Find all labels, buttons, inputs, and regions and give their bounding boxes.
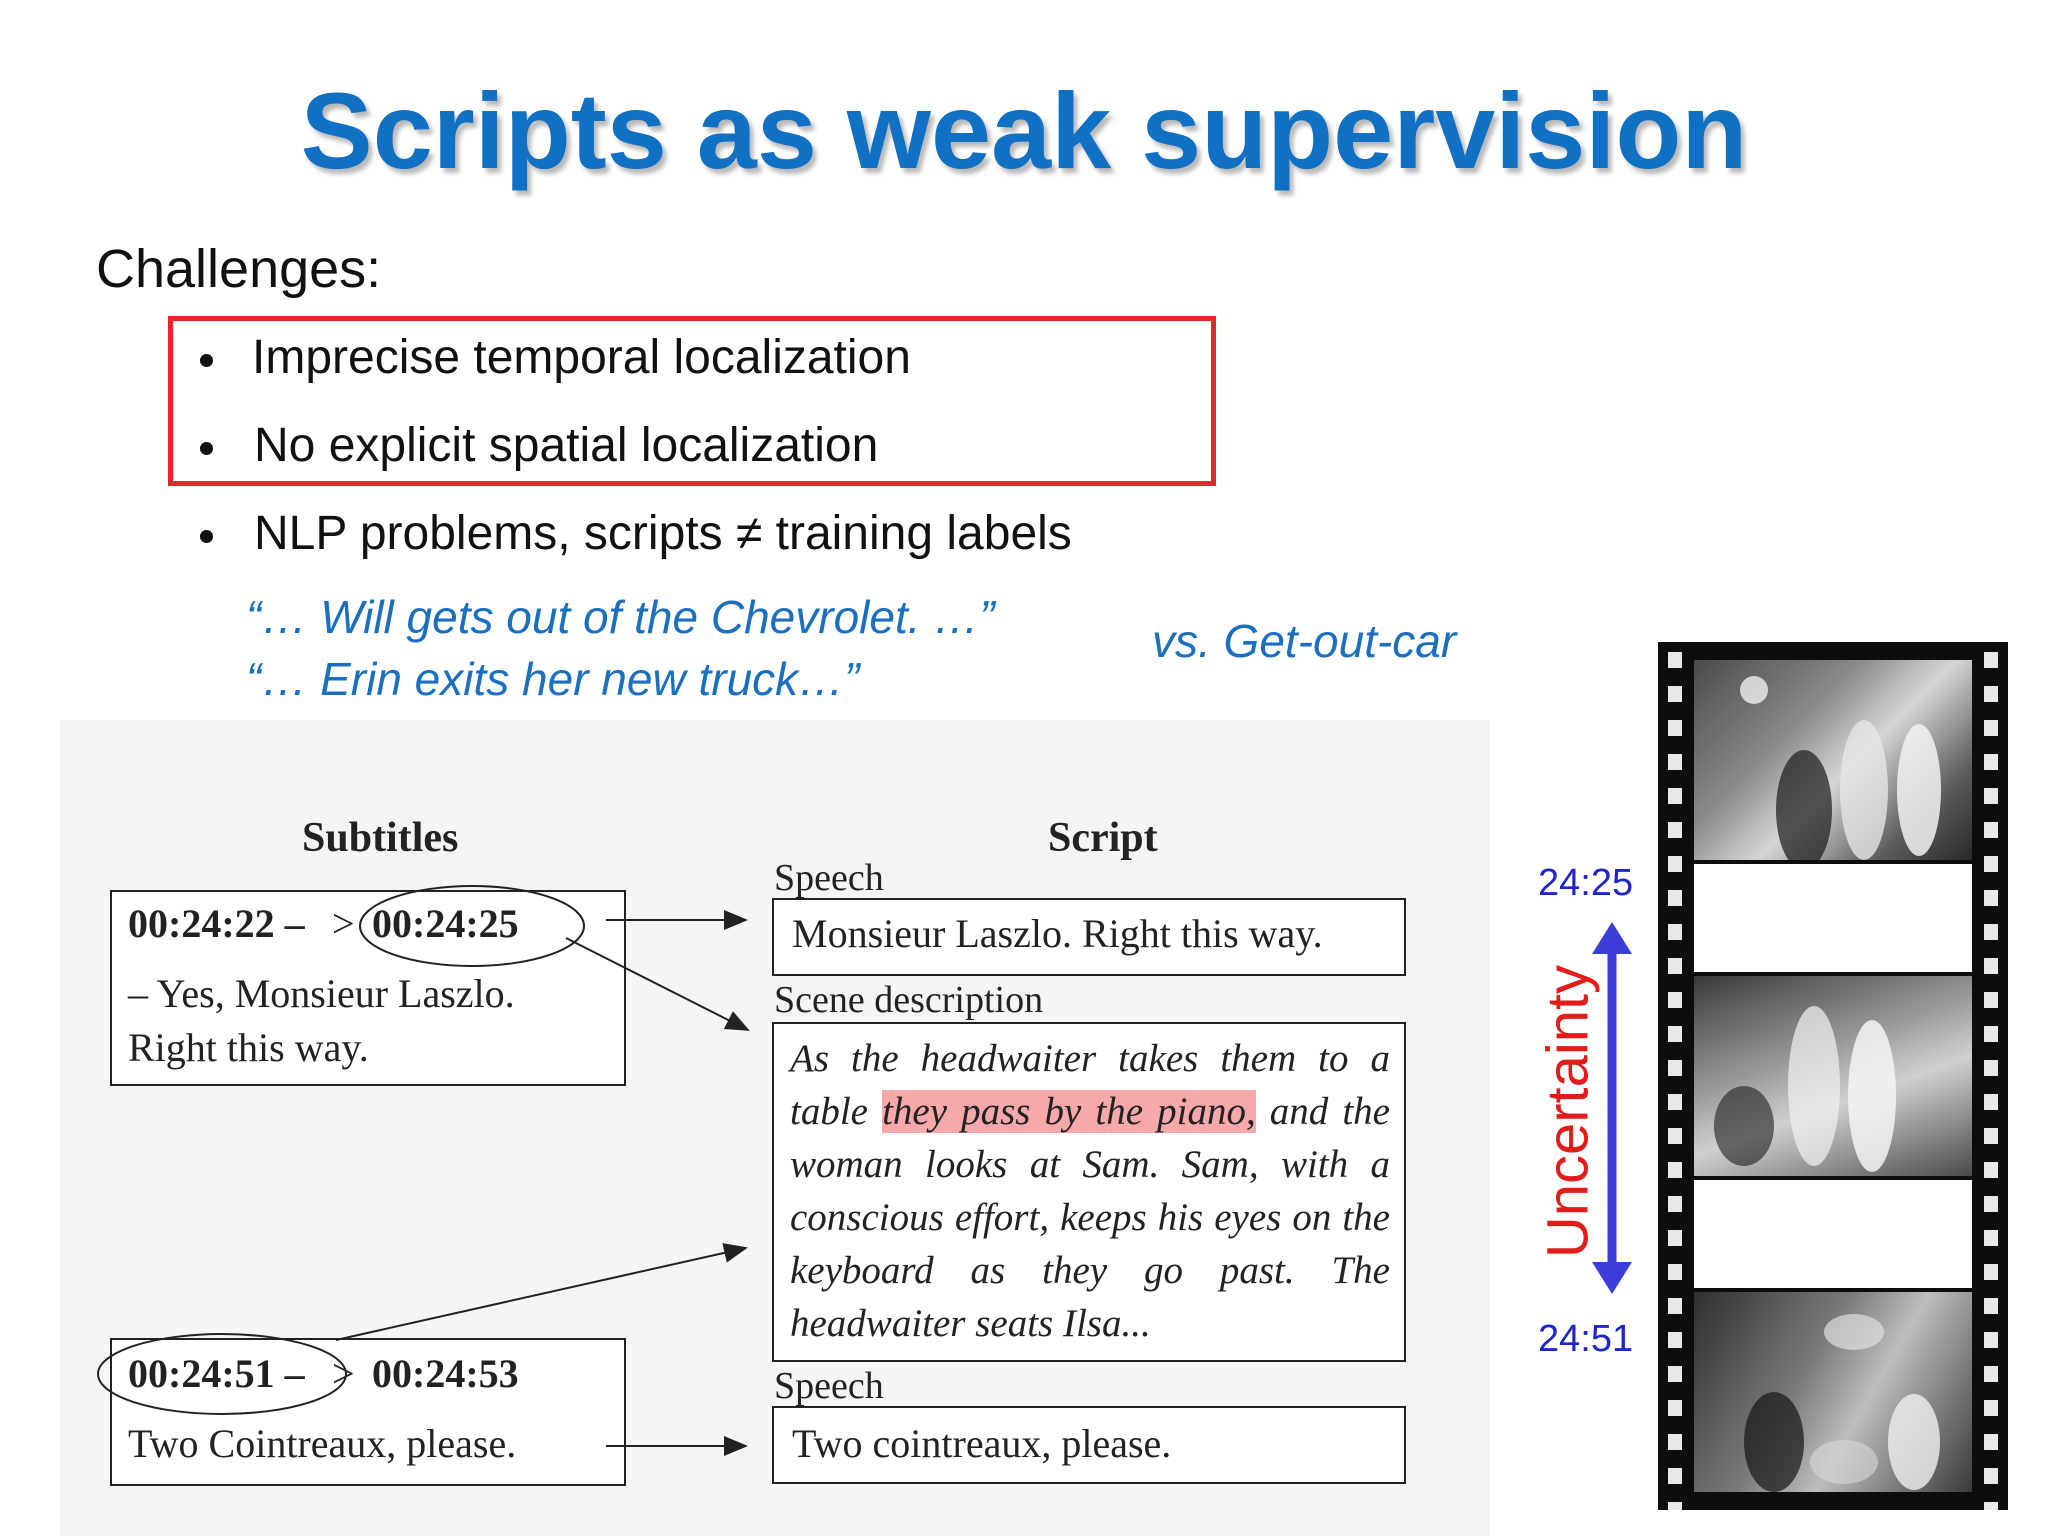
- scene-label: Scene description: [774, 979, 1044, 1021]
- time-bottom: 24:51: [1538, 1318, 1634, 1360]
- bullet-item-1: Imprecise temporal localization: [196, 330, 911, 385]
- speech-box-1: [772, 898, 1406, 976]
- subtitle-1-end: 00:24:25: [372, 901, 519, 946]
- bullet-text: NLP problems, scripts ≠ training labels: [254, 507, 1072, 560]
- arrow-to-scene-top: [565, 937, 750, 1031]
- ellipse-timestamp-2: [97, 1333, 347, 1415]
- script-header: Script: [1048, 815, 1158, 861]
- subtitle-1-line-1: – Yes, Monsieur Laszlo.: [128, 971, 515, 1016]
- subtitle-box-1: [110, 890, 626, 1086]
- frame-3-image: [1744, 1314, 1940, 1492]
- sprocket-holes-left: [1668, 642, 1682, 1510]
- subtitle-2-line-1: Two Cointreaux, please.: [128, 1421, 517, 1466]
- arrow-to-scene-bottom: [335, 1243, 748, 1341]
- subtitle-1-start: 00:24:22 –: [128, 901, 305, 946]
- scene-description: As the headwaiter takes them to a table …: [790, 1032, 1390, 1350]
- speech-label-1: Speech: [774, 857, 884, 899]
- film-frame-1: [1694, 660, 1972, 870]
- challenges-label: Challenges:: [96, 239, 382, 299]
- subtitle-box-2: [110, 1338, 626, 1486]
- quote-1: “… Will gets out of the Chevrolet. …”: [246, 591, 995, 643]
- frame-2-image: [1714, 1006, 1896, 1172]
- ellipse-timestamp-1: [359, 885, 585, 967]
- scene-highlight: they pass by the piano,: [882, 1090, 1256, 1133]
- bullet-text: Imprecise temporal localization: [252, 331, 911, 384]
- scene-text-post: and the woman looks at Sam. Sam, with a …: [790, 1090, 1390, 1345]
- subtitle-2-start: 00:24:51 –: [128, 1351, 305, 1396]
- bullet-dot: [200, 442, 213, 455]
- bullet-dot: [200, 354, 213, 367]
- sprocket-holes-right: [1984, 642, 1998, 1510]
- film-frame-3: [1694, 1292, 1972, 1492]
- bullet-item-2: No explicit spatial localization: [196, 418, 878, 473]
- bullet-dot: [200, 530, 213, 543]
- frame-1-image: [1740, 676, 1941, 870]
- film-frame-2: [1694, 976, 1972, 1176]
- scene-box: [772, 1022, 1406, 1362]
- speech-text-2: Two cointreaux, please.: [792, 1421, 1172, 1466]
- speech-text-1: Monsieur Laszlo. Right this way.: [792, 911, 1323, 956]
- versus-label: vs. Get-out-car: [1152, 615, 1457, 667]
- bullet-item-3: NLP problems, scripts ≠ training labels: [196, 506, 1072, 561]
- uncertainty-arrow: [1592, 922, 1632, 1294]
- speech-label-2: Speech: [774, 1365, 884, 1407]
- film-frame-blank-1: [1694, 864, 1972, 972]
- subtitle-2-end: 00:24:53: [372, 1351, 519, 1396]
- slide-title: Scripts as weak supervision: [300, 70, 1748, 191]
- speech-box-2: [772, 1406, 1406, 1484]
- subtitle-1-arrow: >: [332, 901, 355, 946]
- film-frame-blank-2: [1694, 1180, 1972, 1288]
- bullet-text: No explicit spatial localization: [254, 419, 879, 472]
- uncertainty-label: Uncertainty: [1535, 964, 1601, 1259]
- time-top: 24:25: [1538, 862, 1634, 904]
- film-strip: [1658, 642, 2008, 1510]
- subtitle-2-arrow: >: [332, 1351, 355, 1396]
- highlight-box: [168, 316, 1216, 486]
- subtitle-1-line-2: Right this way.: [128, 1025, 369, 1070]
- quote-2: “… Erin exits her new truck…”: [246, 653, 860, 705]
- subtitles-header: Subtitles: [302, 815, 459, 861]
- scene-text-pre: As the headwaiter takes them to a table: [790, 1037, 1390, 1133]
